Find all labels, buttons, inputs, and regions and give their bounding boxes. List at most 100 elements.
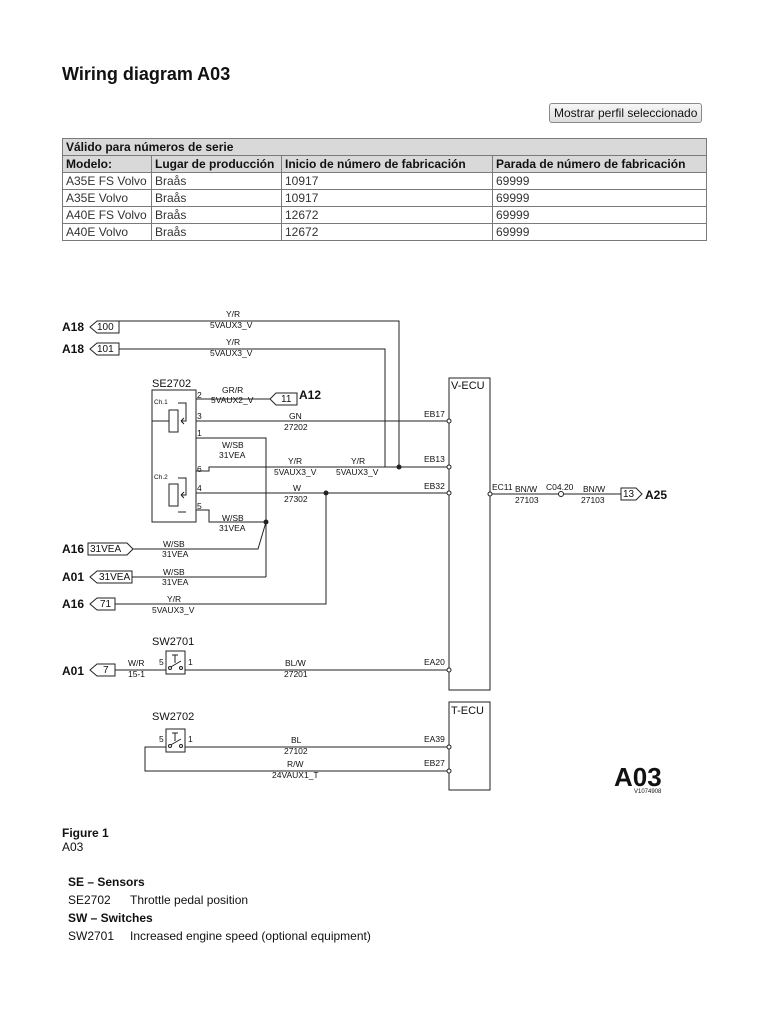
pin-number: 1 <box>188 734 193 744</box>
potentiometer-ch2-icon <box>168 477 187 513</box>
wire-color: Y/R <box>351 456 365 466</box>
se2702-box <box>151 389 197 523</box>
cell-stop: 69999 <box>491 189 708 207</box>
serial-number-table: Válido para números de serie Modelo: Lug… <box>61 138 708 241</box>
wire-color: W/SB <box>163 567 185 577</box>
wire-color: Y/R <box>226 309 240 319</box>
wire-signal: 27202 <box>284 422 308 432</box>
table-row: A40E FS Volvo Braås 12672 69999 <box>62 206 708 224</box>
wire-color: Y/R <box>288 456 302 466</box>
connector-tag: 71 <box>100 599 112 610</box>
wire-color: BN/W <box>583 484 605 494</box>
pin-number: 4 <box>197 483 202 493</box>
diagram-big-label: A03 <box>614 762 662 792</box>
legend-group-title: SW – Switches <box>68 911 153 925</box>
wire-signal: 5VAUX2_V <box>211 395 254 405</box>
table-row: A35E FS Volvo Braås 10917 69999 <box>62 172 708 190</box>
wire-signal: 31VEA <box>162 549 189 559</box>
wire-color: W <box>293 483 301 493</box>
cell-place: Braås <box>151 223 282 241</box>
connector-name: A16 <box>62 597 84 611</box>
table-caption: Válido para números de serie <box>61 138 708 156</box>
cell-start: 10917 <box>281 189 493 207</box>
pin-number: 2 <box>197 390 202 400</box>
col-header-place: Lugar de producción <box>151 155 282 173</box>
cell-model: A35E FS Volvo <box>62 172 152 190</box>
connector-tag: 31VEA <box>90 544 121 555</box>
cell-start: 12672 <box>281 206 493 224</box>
connector-tag-shape <box>89 597 116 611</box>
connector-name: A18 <box>62 320 84 334</box>
connector-tag: 13 <box>623 489 635 500</box>
connector-tag-shape <box>620 487 643 501</box>
wire-r-w <box>144 746 449 772</box>
wire-color: Y/R <box>167 594 181 604</box>
wire-signal: 24VAUX1_T <box>272 770 319 780</box>
pin-number: 3 <box>197 411 202 421</box>
show-selected-profile-button[interactable]: Mostrar perfil seleccionado <box>549 103 703 123</box>
pin-number: 1 <box>197 428 202 438</box>
cell-model: A40E Volvo <box>62 223 152 241</box>
diagram-ref-code: V1074908 <box>634 789 662 795</box>
connector-tag: 101 <box>97 344 114 355</box>
pin-label: EC11 <box>492 482 513 492</box>
legend-group-title: SE – Sensors <box>68 875 145 889</box>
pin-circle <box>446 418 452 424</box>
wire-signal: 5VAUX3_V <box>274 467 317 477</box>
connector-name: A25 <box>645 488 667 502</box>
connector-tag-shape <box>87 542 134 556</box>
cell-start: 12672 <box>281 223 493 241</box>
col-header-stop: Parada de número de fabricación <box>491 155 708 173</box>
pin-circle <box>446 768 452 774</box>
wire-color: W/SB <box>222 513 244 523</box>
cell-place: Braås <box>151 189 282 207</box>
wire-color: W/SB <box>163 539 185 549</box>
wire-color: BL/W <box>285 658 306 668</box>
cell-model: A35E Volvo <box>62 189 152 207</box>
switch-sw2701-icon <box>168 654 183 670</box>
vecu-box <box>448 377 491 691</box>
component-label: Ch.1 <box>154 399 168 406</box>
col-header-start: Inicio de número de fabricación <box>281 155 493 173</box>
pin-number: 5 <box>159 734 164 744</box>
wire-w-sb-5 <box>196 509 266 523</box>
legend-desc: Increased engine speed (optional equipme… <box>130 929 371 943</box>
table-header-row: Modelo: Lugar de producción Inicio de nú… <box>62 155 708 173</box>
connector-tag: 11 <box>281 394 292 405</box>
cell-stop: 69999 <box>491 223 708 241</box>
cell-stop: 69999 <box>491 206 708 224</box>
pin-label: EB27 <box>424 758 445 768</box>
pin-circle <box>446 667 452 673</box>
pin-number: 5 <box>197 501 202 511</box>
connector-tag: 7 <box>103 665 109 676</box>
cell-place: Braås <box>151 172 282 190</box>
wire-a18-101 <box>119 348 386 467</box>
wire-a16-31vea <box>133 521 267 550</box>
pin-label: EB17 <box>424 409 445 419</box>
wire-y-r-6 <box>196 466 449 472</box>
figure-caption-block: Figure 1 A03 <box>62 826 109 854</box>
legend-code: SE2702 <box>68 893 111 907</box>
pin-circle <box>446 490 452 496</box>
wire-color: R/W <box>287 759 304 769</box>
component-label: V-ECU <box>451 380 485 392</box>
figure-label: A03 <box>62 840 84 854</box>
cell-start: 10917 <box>281 172 493 190</box>
pin-label: EB13 <box>424 454 445 464</box>
wire-signal: 27102 <box>284 746 308 756</box>
wire-signal: 5VAUX3_V <box>210 320 253 330</box>
component-label: T-ECU <box>451 705 484 717</box>
table-row: A35E Volvo Braås 10917 69999 <box>62 189 708 207</box>
connector-tag: 31VEA <box>99 572 130 583</box>
connector-name: A12 <box>299 388 321 402</box>
wire-color: W/R <box>128 658 145 668</box>
wire-signal: 15-1 <box>128 669 145 679</box>
wire-color: BL <box>291 735 302 745</box>
table-row: A40E Volvo Braås 12672 69999 <box>62 223 708 241</box>
wire-signal: 27201 <box>284 669 308 679</box>
pin-label: EB32 <box>424 481 445 491</box>
figure-caption: Figure 1 <box>62 826 109 840</box>
connector-tag-shape <box>89 570 133 584</box>
c0420-splice <box>558 491 564 497</box>
